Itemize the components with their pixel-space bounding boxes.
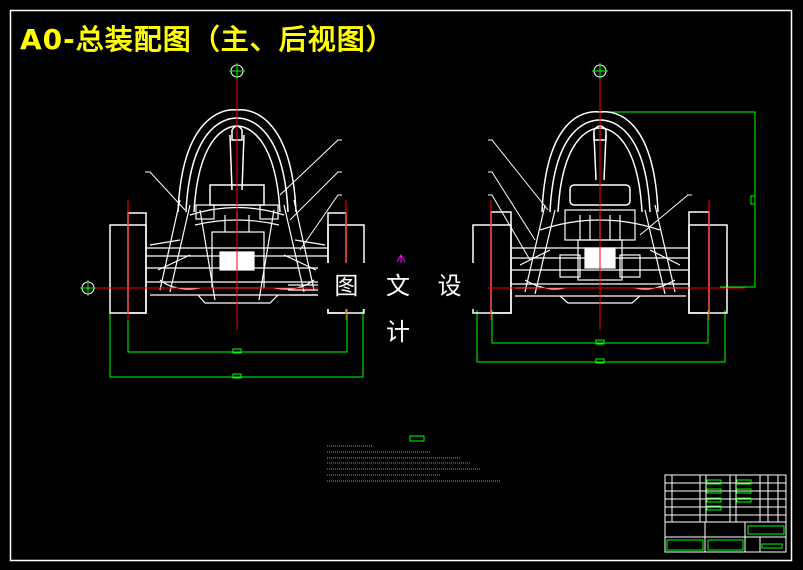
front-top-target-icon: [229, 63, 245, 79]
rear-view-dimensions: [476, 111, 756, 364]
front-leader-lines: [145, 139, 342, 251]
rear-top-target-icon: [592, 63, 608, 79]
technical-notes-block: [327, 435, 500, 482]
rear-leader-lines: [488, 139, 692, 261]
front-chassis: [146, 199, 332, 304]
rear-right-wheel: [688, 211, 728, 314]
front-left-target-icon: [80, 280, 96, 296]
front-view-dimensions: [109, 305, 364, 379]
magenta-marker-icon: [396, 253, 406, 264]
rear-view: [455, 63, 756, 364]
rear-centerlines: [455, 78, 745, 330]
drawing-border: [9, 9, 793, 562]
title-block-green-fill: [666, 479, 785, 551]
watermark-text: 图 文 设 计: [318, 263, 488, 346]
front-view: [80, 63, 385, 379]
drawing-title: A0-总装配图（主、后视图）: [20, 23, 395, 56]
title-block: [664, 474, 787, 553]
